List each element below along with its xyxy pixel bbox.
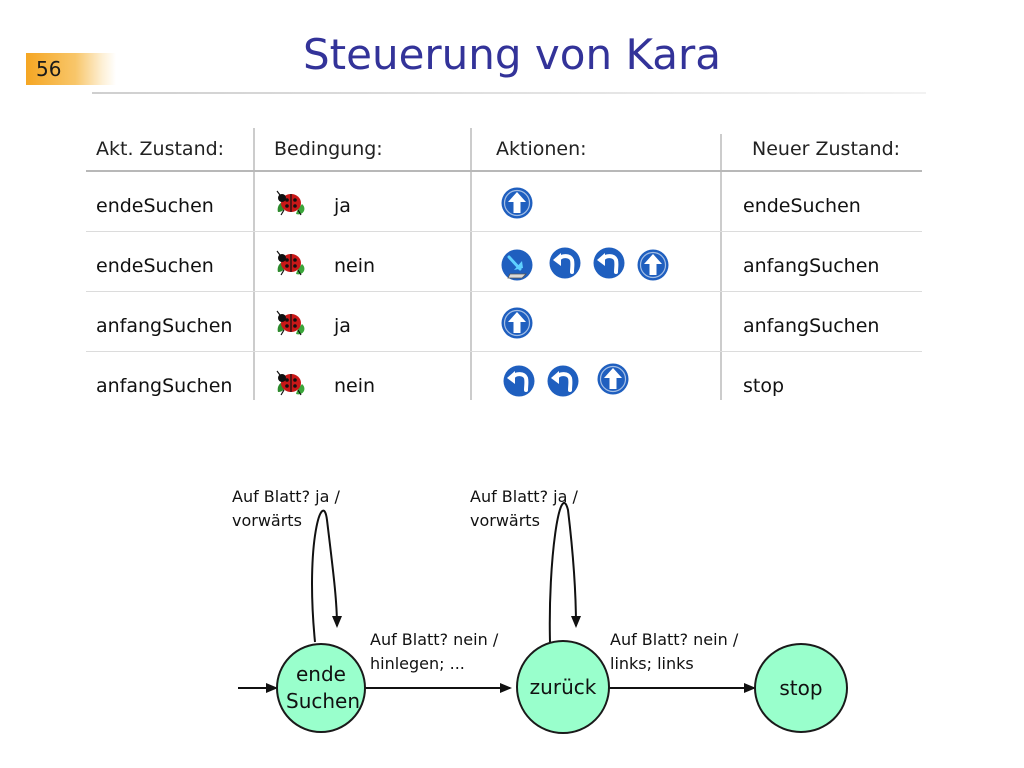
row-divider [86, 291, 922, 292]
header-current-state: Akt. Zustand: [96, 138, 225, 160]
row-state: endeSuchen [96, 255, 214, 277]
row-next-state: anfangSuchen [743, 255, 880, 277]
loop-label-zurueck-condition: Auf Blatt? ja / [470, 487, 578, 506]
edge-label-zurueck-stop-action: links; links [610, 654, 694, 673]
row-divider [86, 351, 922, 352]
loop-label-ende-condition: Auf Blatt? ja / [232, 487, 340, 506]
row-next-state: endeSuchen [743, 195, 861, 217]
header-divider [86, 170, 922, 172]
state-node-label: ende Suchen [286, 662, 361, 713]
state-node-ende-suchen: ende Suchen [276, 643, 366, 733]
edge-label-zurueck-stop-condition: Auf Blatt? nein / [610, 630, 739, 649]
slide-number-badge [26, 53, 116, 85]
row-condition: ja [334, 195, 351, 217]
state-node-stop: stop [754, 643, 848, 733]
slide-number: 56 [36, 57, 62, 81]
slide-title: Steuerung von Kara [302, 30, 721, 79]
row-state: anfangSuchen [96, 315, 233, 337]
row-next-state: stop [743, 375, 785, 397]
header-actions: Aktionen: [496, 138, 587, 160]
column-divider [470, 128, 472, 400]
row-condition: nein [334, 375, 376, 397]
row-next-state: anfangSuchen [743, 315, 880, 337]
edge-label-ende-zurueck-action: hinlegen; ... [370, 654, 465, 673]
column-divider [253, 128, 255, 400]
row-condition: ja [334, 315, 351, 337]
row-state: anfangSuchen [96, 375, 233, 397]
row-condition: nein [334, 255, 376, 277]
title-divider [92, 92, 926, 94]
state-node-zurueck: zurück [516, 640, 610, 734]
header-new-state: Neuer Zustand: [752, 138, 901, 160]
state-node-label: zurück [529, 675, 597, 699]
state-node-label: stop [779, 676, 823, 700]
edge-label-ende-zurueck-condition: Auf Blatt? nein / [370, 630, 499, 649]
loop-label-zurueck-action: vorwärts [470, 511, 540, 530]
header-condition: Bedingung: [274, 138, 383, 160]
loop-label-ende-action: vorwärts [232, 511, 302, 530]
column-divider [720, 134, 722, 400]
row-state: endeSuchen [96, 195, 214, 217]
row-divider [86, 231, 922, 232]
